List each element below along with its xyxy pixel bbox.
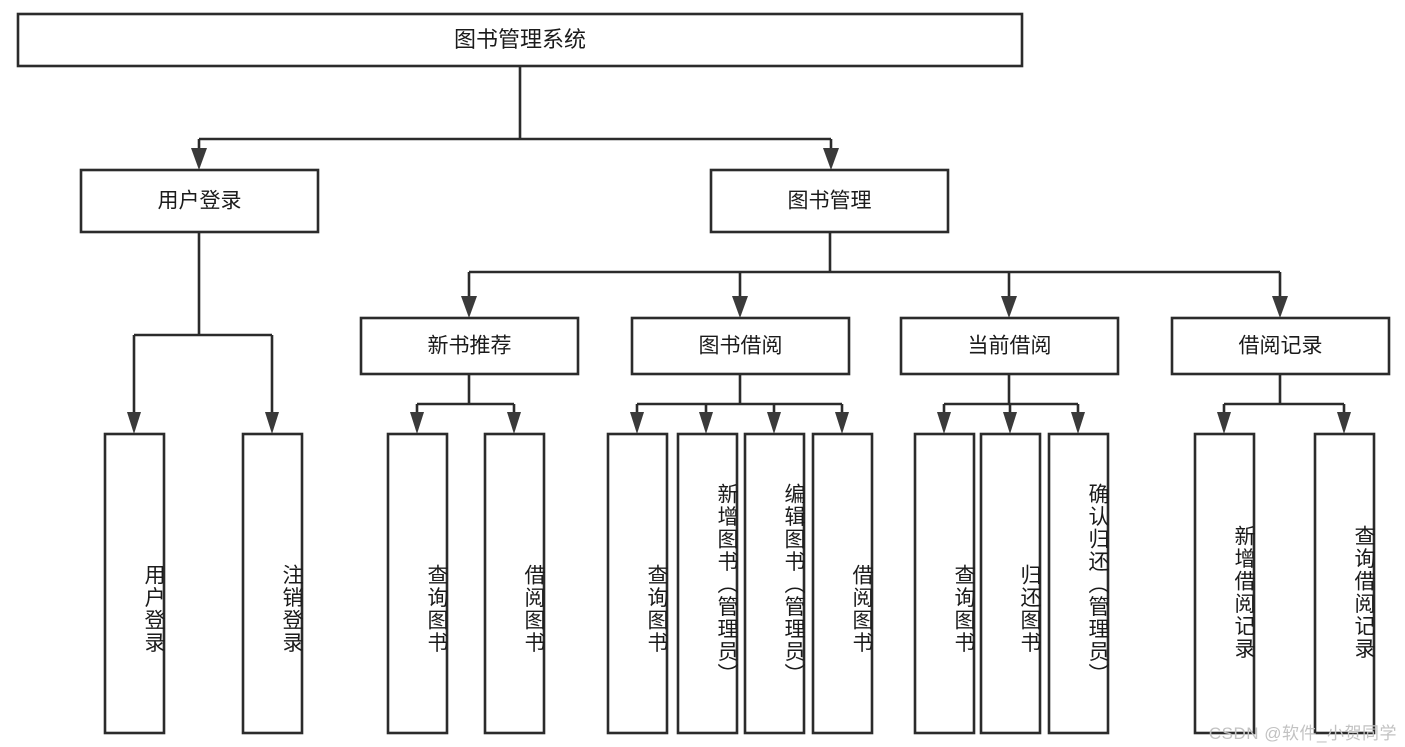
node-user-login[interactable]: 用户登录	[79, 168, 320, 234]
node-root-label: 图书管理系统	[454, 27, 586, 52]
arrow-head-icon	[699, 412, 713, 434]
arrow-head-icon	[265, 412, 279, 434]
node-root[interactable]: 图书管理系统	[16, 12, 1024, 68]
arrow-head-icon	[410, 412, 424, 434]
node-borrow-records-label: 借阅记录	[1239, 335, 1323, 358]
node-borrow-records[interactable]: 借阅记录	[1170, 316, 1391, 376]
node-book-management[interactable]: 图书管理	[709, 168, 950, 234]
connector-group-records	[1217, 374, 1351, 434]
node-new-book-recommend[interactable]: 新书推荐	[359, 316, 580, 376]
leaf-box-borrow-book-new[interactable]	[483, 432, 546, 735]
arrow-head-icon	[127, 412, 141, 434]
connector-group-current	[937, 374, 1085, 434]
arrow-head-icon	[823, 148, 839, 170]
arrow-head-icon	[191, 148, 207, 170]
node-current-borrow[interactable]: 当前借阅	[899, 316, 1120, 376]
node-root-box	[16, 12, 1024, 68]
node-borrow-records-box	[1170, 316, 1391, 376]
arrow-head-icon	[732, 296, 748, 318]
node-book-borrow[interactable]: 图书借阅	[630, 316, 851, 376]
node-book-borrow-label: 图书借阅	[699, 335, 783, 358]
arrow-head-icon	[1272, 296, 1288, 318]
leaf-box-query-book-new[interactable]	[386, 432, 449, 735]
connector-group-root	[191, 66, 839, 170]
arrow-head-icon	[1217, 412, 1231, 434]
node-user-login-box	[79, 168, 320, 234]
node-current-borrow-box	[899, 316, 1120, 376]
leaf-box-logout[interactable]	[241, 432, 304, 735]
leaf-box-return-book[interactable]	[979, 432, 1042, 735]
leaf-box-confirm-return-admin[interactable]	[1047, 432, 1110, 735]
leaf-box-query-book-borrow[interactable]	[606, 432, 669, 735]
arrow-head-icon	[1001, 296, 1017, 318]
node-current-borrow-label: 当前借阅	[968, 335, 1052, 358]
leaf-box-edit-book-admin[interactable]	[743, 432, 806, 735]
connector-group-user-login	[127, 232, 279, 434]
node-book-management-label: 图书管理	[788, 190, 872, 213]
connector-group-borrow	[630, 374, 849, 434]
leaf-box-add-book-admin[interactable]	[676, 432, 739, 735]
arrow-head-icon	[1337, 412, 1351, 434]
node-book-borrow-box	[630, 316, 851, 376]
arrow-head-icon	[461, 296, 477, 318]
leaf-box-query-book-current[interactable]	[913, 432, 976, 735]
leaf-box-user-login[interactable]	[103, 432, 166, 735]
leaf-box-query-borrow-record[interactable]	[1313, 432, 1376, 735]
arrow-head-icon	[767, 412, 781, 434]
arrow-head-icon	[507, 412, 521, 434]
connector-group-books	[461, 232, 1288, 318]
arrow-head-icon	[1071, 412, 1085, 434]
node-book-management-box	[709, 168, 950, 234]
leaf-box-add-borrow-record[interactable]	[1193, 432, 1256, 735]
watermark-text: CSDN @软件_小贺同学	[1208, 724, 1397, 743]
arrow-head-icon	[630, 412, 644, 434]
node-new-book-recommend-box	[359, 316, 580, 376]
arrow-head-icon	[937, 412, 951, 434]
connector-group-new-books	[410, 374, 521, 434]
arrow-head-icon	[1003, 412, 1017, 434]
node-user-login-label: 用户登录	[158, 190, 242, 213]
leaf-boxes	[103, 432, 1376, 735]
leaf-box-borrow-book[interactable]	[811, 432, 874, 735]
node-new-book-recommend-label: 新书推荐	[428, 335, 512, 358]
arrow-head-icon	[835, 412, 849, 434]
